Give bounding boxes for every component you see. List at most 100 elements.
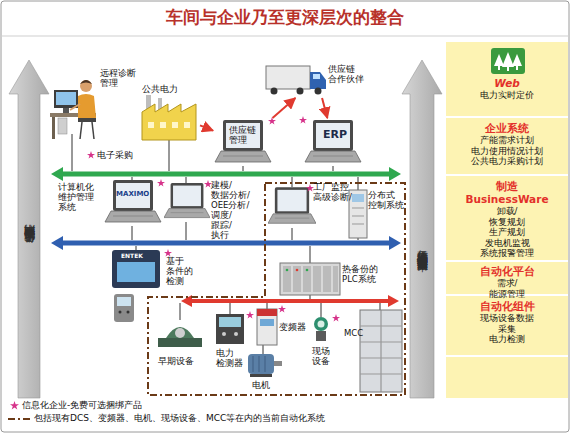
mcc-cabinet: [360, 310, 402, 392]
section-body: 现场设备数据 采集 电力检测: [480, 313, 534, 345]
remote-operator: [56, 92, 76, 105]
plc-rack: [306, 269, 309, 272]
utility-plant: [148, 122, 154, 128]
truck: [271, 88, 278, 95]
drop-wire: [132, 226, 133, 240]
option-star: [268, 117, 276, 125]
node-label: 建模/ 数据分析/ OEE分析/ 调度/ 跟踪/ 执行: [211, 180, 250, 240]
legend-sample: [10, 401, 19, 410]
supply-chain-node: 供应链 管理: [213, 118, 275, 168]
node-label: MAXIMO: [116, 190, 149, 198]
motor: [259, 356, 260, 372]
condition-monitor: [117, 297, 131, 306]
bearing: [166, 327, 194, 338]
option-star: [204, 180, 212, 188]
plc-rack: [280, 263, 340, 295]
legend-text: 信息化企业-免费可选捆绑产品: [22, 400, 142, 411]
remote-operator: [78, 118, 96, 122]
motor: [274, 361, 282, 366]
truck: [297, 88, 304, 95]
network-bus: [51, 167, 401, 307]
supply-partner-node: 供应链 合作伙伴: [262, 60, 372, 98]
mcc-node: MCC: [344, 306, 404, 392]
power-meter-node: 电力 检测器: [212, 310, 250, 372]
option-star: [87, 116, 340, 322]
motor: [250, 374, 272, 377]
remote-operator: [78, 94, 96, 118]
side-panel: [446, 174, 568, 176]
remote-operator: [70, 104, 80, 110]
field-device: [318, 321, 325, 328]
left-big-arrow: [9, 60, 49, 398]
side-panel: [446, 260, 568, 262]
utility-plant: [172, 122, 178, 128]
node-label: 早期设备: [158, 356, 194, 366]
mcc-cabinet: [360, 310, 402, 392]
node-label: 热备份的 PLC系统: [342, 264, 378, 284]
option-star: [157, 179, 165, 187]
field-device: [314, 317, 328, 331]
drop-wire: [321, 303, 322, 317]
power-meter: [216, 314, 244, 344]
field-device: [316, 331, 326, 341]
drop-wire: [267, 303, 268, 309]
remote-operator: [80, 80, 92, 92]
utility-plant: [160, 122, 166, 128]
drop-wire: [186, 177, 187, 183]
legacy-equipment-node: 早期设备: [152, 308, 208, 368]
vertical-label: 凭借无中断运营提高生产利润率: [18, 100, 40, 395]
plc-rack: [286, 269, 289, 272]
bearing: [158, 338, 202, 347]
node-label: 变频器: [279, 322, 306, 332]
node-label: 分布式 控制系统: [368, 190, 404, 210]
power-meter: [219, 317, 241, 327]
remote-operator: [52, 117, 55, 139]
dcs-node: 分布式 控制系统: [348, 184, 404, 238]
dcs-cabinet: [352, 194, 364, 202]
bearing: [175, 328, 185, 338]
network-bus: [51, 236, 63, 250]
web-icon: [491, 48, 525, 74]
section-body: 需求/能源管理: [489, 278, 525, 299]
drop-wire: [72, 134, 73, 171]
panel-section: 制造 BusinessWare卸载/恢复规划 生产规划 发电机监视 系统报警管理: [447, 177, 567, 261]
network-bus: [60, 241, 392, 246]
brand-label: ENTEK: [121, 252, 143, 259]
mes-node: 建模/ 数据分析/ OEE分析/ 调度/ 跟踪/ 执行: [163, 178, 263, 240]
flow-arrow: [200, 125, 213, 130]
section-body: 卸载/恢复规划 生产规划 发电机监视 系统报警管理: [480, 206, 534, 259]
plc-rack: [313, 266, 321, 292]
mcc-cabinet: [381, 310, 382, 392]
network-bus: [389, 236, 401, 250]
drop-wire: [230, 303, 231, 314]
plc-rack: [280, 263, 340, 295]
node-label: ERP: [323, 129, 347, 141]
plc-node: 热备份的 PLC系统: [278, 258, 404, 296]
section-heading: 自动化组件: [480, 300, 535, 313]
plc-rack: [283, 266, 291, 292]
vertical-text: 凭借无中断运营提高生产利润率: [22, 244, 36, 251]
option-star: [299, 116, 307, 124]
truck: [310, 72, 326, 89]
drive: [257, 309, 277, 345]
drive-node: 变频器: [254, 306, 306, 346]
laptop: [164, 183, 210, 218]
power-meter: [234, 332, 238, 336]
laptop: [105, 180, 161, 222]
node-label: 工厂监控 高级诊断/: [313, 182, 352, 202]
utility-node: 公共电力: [138, 84, 200, 142]
motor: [248, 354, 282, 377]
section-heading: 自动化平台: [480, 265, 535, 278]
maintenance-node: 计算机化 维护管理 系统MAXIMO: [58, 178, 164, 228]
node-label: 电机: [252, 380, 270, 390]
panel-section: 企业系统产能需求计划 电力使用情况计划 公共电力采购计划: [447, 119, 567, 175]
remote-operator: [50, 80, 96, 139]
dcs-cabinet: [352, 208, 364, 209]
bearing: [158, 327, 202, 347]
dcs-cabinet: [352, 224, 364, 225]
title-rule: [1, 36, 569, 37]
node-label: MCC: [344, 328, 363, 338]
plc-rack: [303, 266, 311, 292]
option-star: [306, 184, 314, 192]
